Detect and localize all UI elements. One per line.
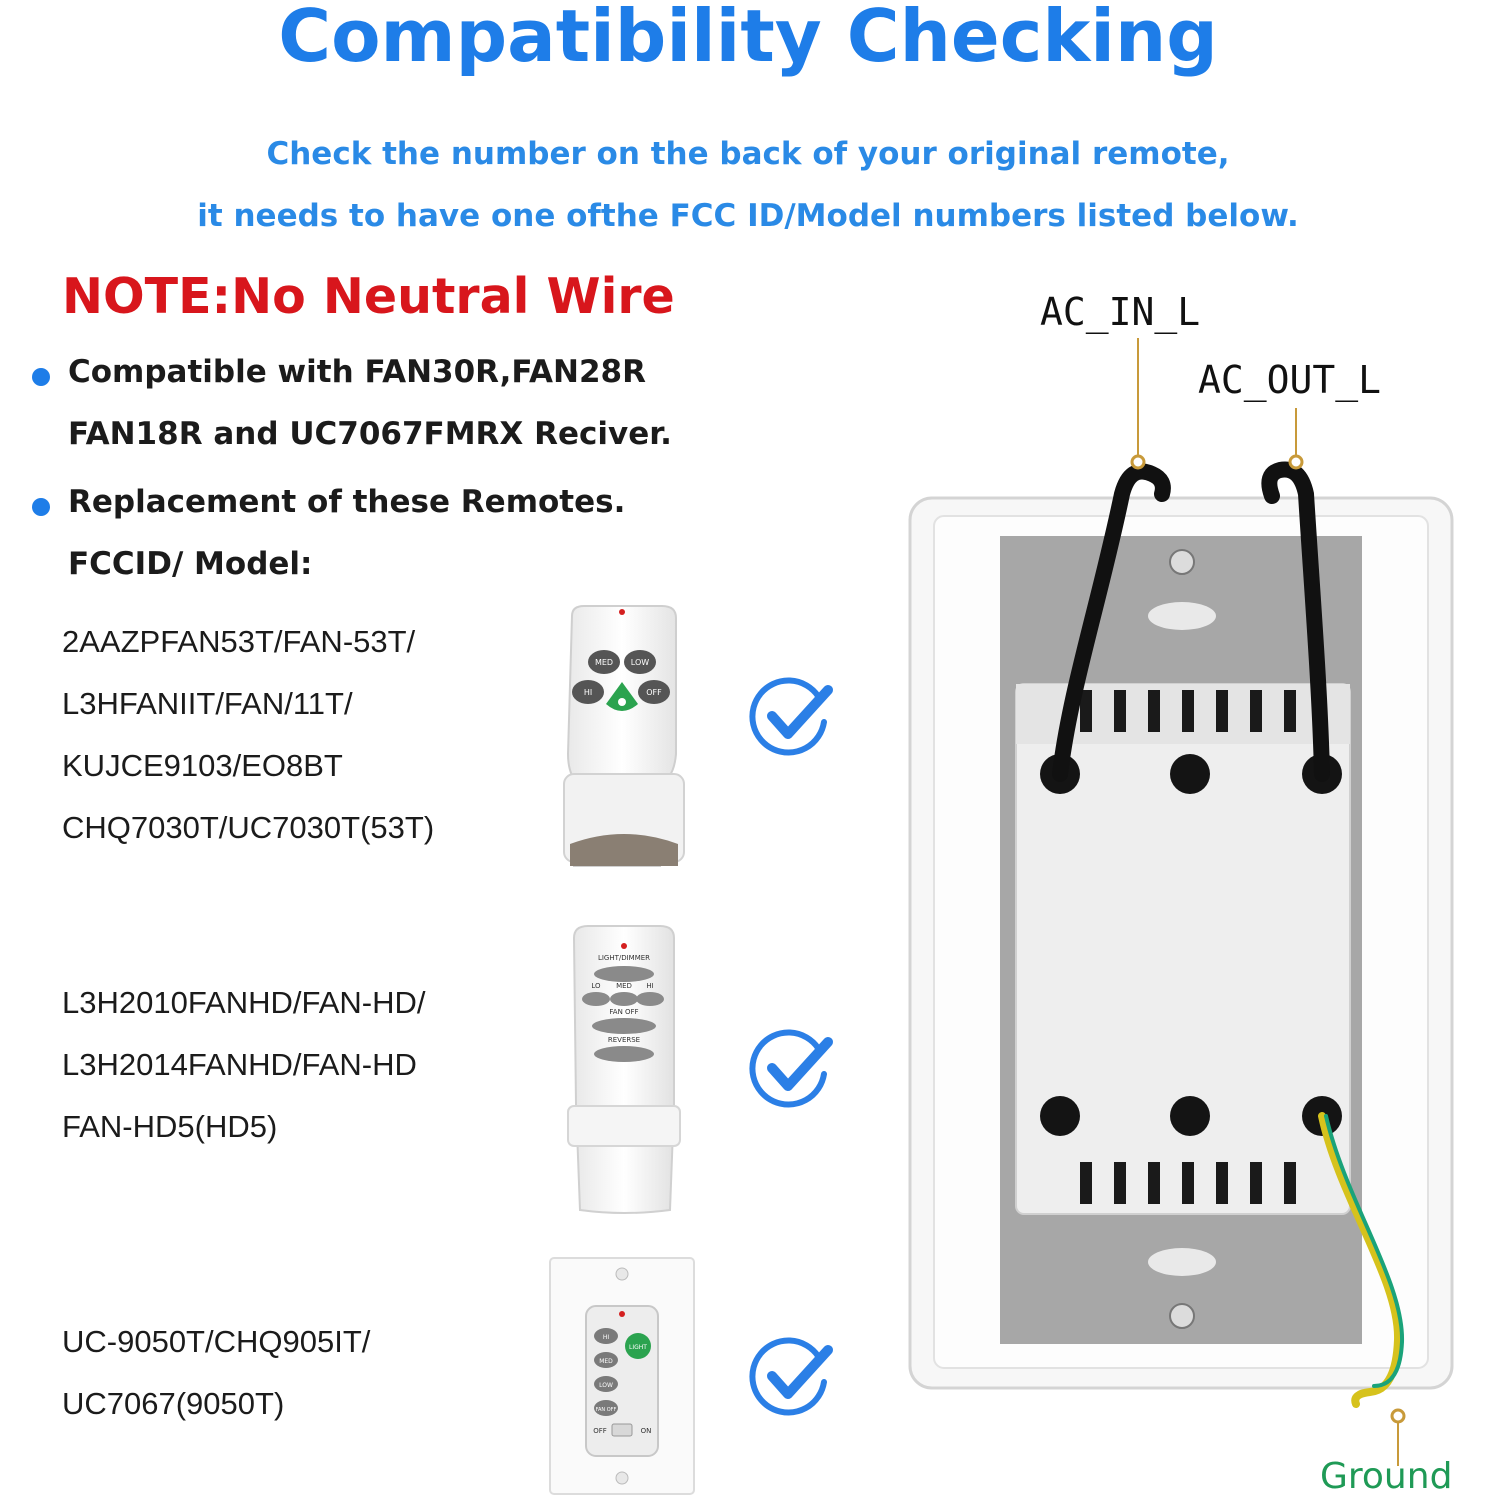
remote-label: OFF (646, 688, 662, 697)
subtitle-line-2: it needs to have one ofthe FCC ID/Model … (197, 198, 1299, 234)
remote-label: OFF (593, 1427, 607, 1435)
model-line: FAN-HD5(HD5) (62, 1109, 278, 1144)
remote-label: LOW (599, 1382, 613, 1389)
med-button (588, 650, 620, 674)
bullet-2-line-2: FCCID/ Model: (68, 546, 313, 582)
model-line: L3HFANIIT/FAN/11T/ (62, 686, 353, 721)
remote-label: MED (616, 982, 632, 990)
label-ac-out: AC_OUT_L (1198, 358, 1382, 402)
note-heading: NOTE:No Neutral Wire (62, 268, 675, 325)
remote-label: FAN OFF (609, 1008, 638, 1016)
page-title: Compatibility Checking (278, 0, 1218, 78)
bullet-dot-icon (32, 368, 50, 386)
remote-label: MED (595, 658, 613, 667)
callout-lines (1130, 338, 1304, 470)
ground-callout-line (1390, 1408, 1406, 1466)
model-line: UC7067(9050T) (62, 1386, 285, 1421)
remote-handheld-hd: LIGHT/DIMMER LO MED HI FAN OFF REVERSE (567, 925, 681, 1214)
model-line: L3H2014FANHD/FAN-HD (62, 1047, 417, 1082)
check-circle-icon (749, 1029, 833, 1108)
off-button (638, 680, 670, 704)
bullet-2-line-1: Replacement of these Remotes. (68, 484, 626, 520)
remote-label: REVERSE (608, 1036, 640, 1044)
subtitle-line-1: Check the number on the back of your ori… (266, 136, 1230, 172)
label-ac-in: AC_IN_L (1040, 290, 1201, 334)
model-line: CHQ7030T/UC7030T(53T) (62, 810, 435, 845)
remote-label: MED (599, 1358, 613, 1365)
remote-label: LIGHT (629, 1344, 647, 1351)
remote-label: HI (603, 1334, 610, 1341)
model-line: L3H2010FANHD/FAN-HD/ (62, 985, 426, 1020)
remote-label: FAN OFF (596, 1407, 617, 1413)
label-ground: Ground (1320, 1456, 1453, 1497)
hi-button (572, 680, 604, 704)
check-circle-icon (749, 1337, 833, 1416)
bullet-1-line-2: FAN18R and UC7067FMRX Reciver. (68, 416, 672, 452)
remote-label: LO (591, 982, 601, 990)
remote-label: LOW (631, 658, 649, 667)
remote-handheld-4-button: MED LOW HI OFF (563, 605, 685, 867)
low-button (624, 650, 656, 674)
remote-label: ON (641, 1427, 652, 1435)
wall-control-plate: HI LIGHT MED LOW FAN OFF OFF ON (549, 1257, 695, 1495)
bullet-1-line-1: Compatible with FAN30R,FAN28R (68, 354, 646, 390)
bullet-dot-icon (32, 498, 50, 516)
remote-label: LIGHT/DIMMER (598, 954, 650, 962)
check-circle-icon (749, 677, 833, 756)
model-line: KUJCE9103/EO8BT (62, 748, 343, 783)
model-line: UC-9050T/CHQ905IT/ (62, 1324, 371, 1359)
receiver-wiring-diagram (908, 461, 1454, 1408)
remote-label: HI (584, 688, 592, 697)
remote-label: HI (646, 982, 653, 990)
light-button (606, 682, 638, 711)
model-line: 2AAZPFAN53T/FAN-53T/ (62, 624, 416, 659)
